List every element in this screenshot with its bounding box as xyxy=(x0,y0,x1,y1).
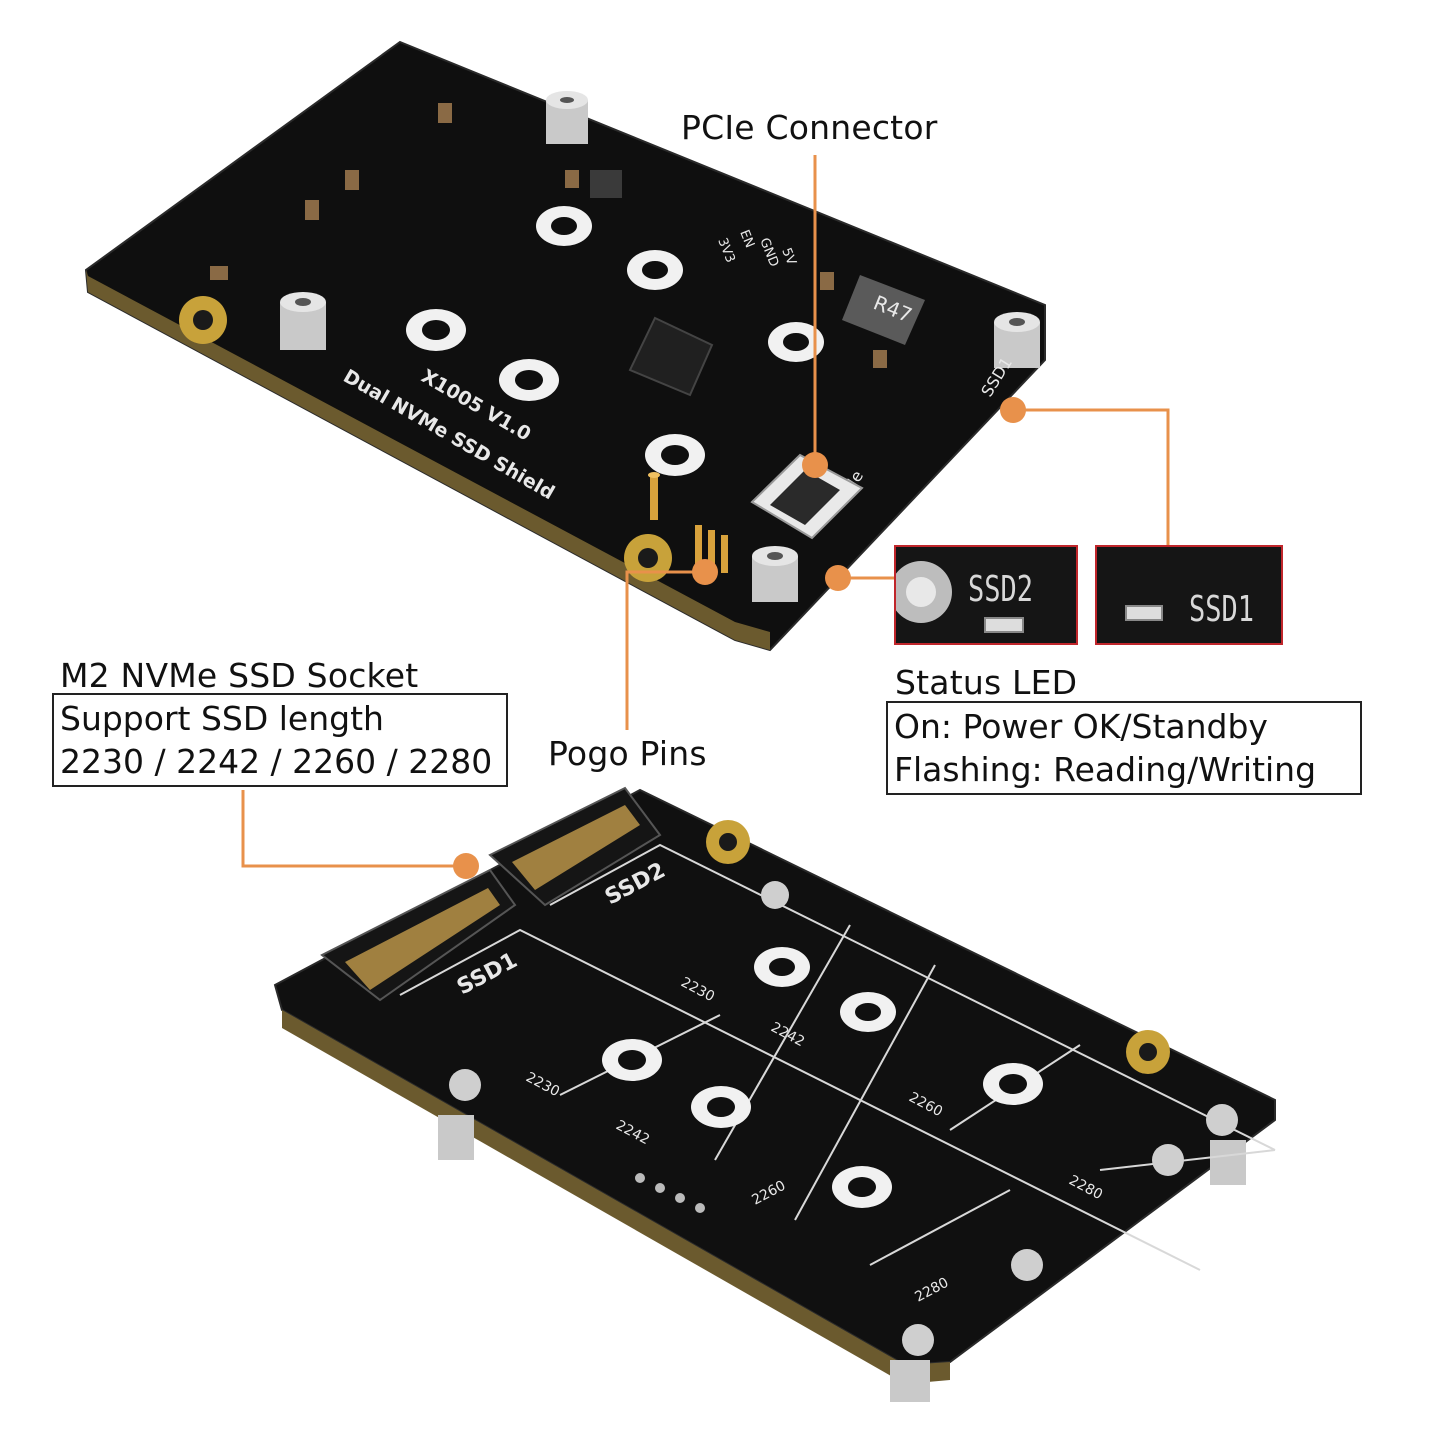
inset-ssd2-text: SSD2 xyxy=(968,569,1034,610)
pogo-pins-label: Pogo Pins xyxy=(548,734,707,773)
pin-label: EN xyxy=(736,228,757,250)
pcie-connector-label: PCIe Connector xyxy=(681,108,938,147)
led xyxy=(984,617,1024,633)
socket-info-box: Support SSD length 2230 / 2242 / 2260 / … xyxy=(52,693,508,787)
status-led-line: Flashing: Reading/Writing xyxy=(894,750,1317,789)
socket-info-line: Support SSD length xyxy=(60,699,384,738)
top-board: R47 Dual NVMe SSD Shield X1005 V1.0 PCIe… xyxy=(84,40,1046,652)
bottom-board: SSD1 SSD2 2230 2242 2260 2280 2230 2242 … xyxy=(273,786,1276,1402)
callout-dots xyxy=(453,397,1026,879)
status-led-box: On: Power OK/Standby Flashing: Reading/W… xyxy=(886,701,1362,795)
pogo-pins xyxy=(648,472,728,573)
callout-lines xyxy=(241,155,1170,868)
status-led-title: Status LED xyxy=(895,663,1078,702)
socket-info-line: 2230 / 2242 / 2260 / 2280 xyxy=(60,742,493,781)
pin-label: 5V xyxy=(778,246,798,268)
standoff xyxy=(280,91,1040,602)
socket-title: M2 NVMe SSD Socket xyxy=(60,656,419,695)
led xyxy=(1125,605,1163,621)
inset-ssd2-led: SSD2 xyxy=(894,545,1078,645)
inset-ssd1-text: SSD1 xyxy=(1189,589,1255,630)
status-led-line: On: Power OK/Standby xyxy=(894,707,1268,746)
inset-ssd1-led: SSD1 xyxy=(1095,545,1283,645)
